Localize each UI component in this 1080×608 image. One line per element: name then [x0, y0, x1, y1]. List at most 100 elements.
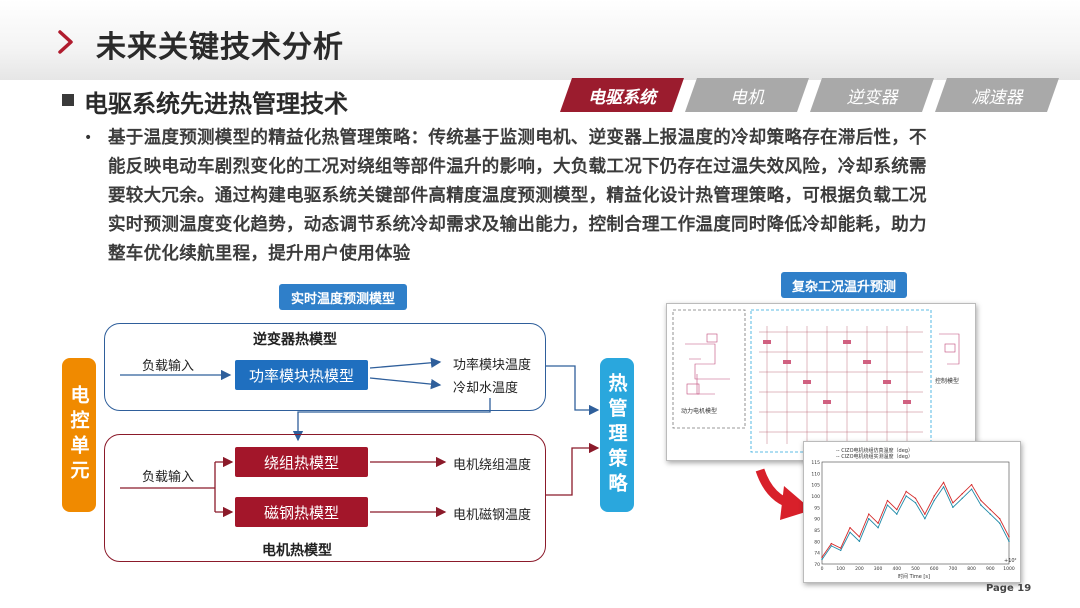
- series-2-point: [849, 527, 851, 529]
- inverter-thermal-model-box: [104, 323, 546, 411]
- legend-measured: -- CIZO电机绕组实测温度（deg）: [836, 454, 913, 460]
- series-2-point: [877, 522, 879, 524]
- y-tick-label: 80: [814, 539, 820, 545]
- series-1-point: [942, 486, 945, 488]
- series-line-2: [821, 481, 1010, 558]
- control-unit-block: 电控单元: [62, 358, 96, 512]
- series-2-point: [868, 513, 870, 515]
- power-module-temperature: 功率模块温度: [453, 358, 532, 373]
- series-1-point: [998, 522, 1001, 524]
- y-tick-label: 70: [814, 562, 820, 568]
- series-1-point: [849, 531, 851, 533]
- y-tick-label: 115: [811, 460, 820, 466]
- series-1-point: [952, 506, 954, 509]
- x-tick-label: 900: [986, 566, 995, 572]
- tab-reducer[interactable]: 减速器: [935, 78, 1059, 112]
- series-2-point: [998, 517, 1001, 520]
- y-tick-label: 110: [811, 471, 820, 477]
- thermal-strategy-block: 热管理策略: [600, 358, 634, 512]
- section-title: 电驱系统先进热管理技术: [84, 90, 348, 118]
- series-1-point: [1008, 540, 1010, 543]
- x-tick-label: 700: [949, 566, 958, 572]
- y-tick-label: 100: [811, 494, 820, 500]
- series-2-point: [970, 483, 973, 486]
- motor-load-input: 负载输入: [142, 470, 195, 485]
- series-1-point: [886, 504, 889, 506]
- x-tick-label: 600: [930, 566, 939, 572]
- chart-frame: [821, 461, 1010, 565]
- y-tick-label: 95: [814, 505, 820, 511]
- body-line: 基于温度预测模型的精益化热管理策略：传统基于监测电机、逆变器上报温度的冷却策略存…: [108, 128, 927, 148]
- body-line: 要较大冗余。通过构建电驱系统关键部件高精度温度预测模型，精益化设计热管理策略，可…: [108, 186, 927, 206]
- magnet-thermal-model: 磁钢热模型: [235, 497, 368, 527]
- series-1-point: [840, 549, 842, 552]
- page-title: 未来关键技术分析: [96, 30, 344, 65]
- tab-drive-system[interactable]: 电驱系统: [560, 78, 684, 112]
- x-tick-label: 400: [893, 566, 902, 572]
- series-2-point: [1008, 536, 1010, 538]
- tab-motor[interactable]: 电机: [685, 78, 809, 112]
- complex-condition-label: 复杂工况温升预测: [781, 272, 907, 298]
- motor-thermal-model-box: [104, 434, 546, 562]
- series-1-point: [896, 513, 898, 515]
- page-number: Page 19: [986, 583, 1032, 594]
- legend-simulated: -- CIZO电机绕组仿真温度（deg）: [836, 448, 913, 454]
- series-2-point: [858, 536, 861, 538]
- series-1-point: [933, 499, 935, 502]
- motor-model-title: 电机热模型: [262, 543, 332, 559]
- x-tick-label: 500: [911, 566, 920, 572]
- series-1-point: [868, 517, 870, 520]
- series-1-point: [961, 497, 963, 499]
- x-tick-label: 0: [821, 566, 824, 572]
- section-bullet-square: [62, 94, 74, 106]
- series-2-point: [942, 481, 945, 484]
- simulation-model-screenshot: 动力电机模型 控制模型: [666, 303, 976, 461]
- x-tick-label: 200: [855, 566, 864, 572]
- series-2-point: [914, 497, 917, 499]
- chevron-right-icon: [58, 30, 73, 54]
- series-1-point: [858, 540, 861, 543]
- y-tick-label: 90: [814, 517, 820, 523]
- series-2-point: [896, 508, 898, 511]
- body-line: 实时预测温度变化趋势，动态调节系统冷却需求及输出能力，控制合理工作温度同时降低冷…: [108, 215, 927, 235]
- x-axis-exponent: +10²: [1004, 558, 1017, 564]
- series-1-point: [905, 495, 907, 497]
- simulation-schematic-image: [672, 309, 960, 453]
- series-1-point: [821, 558, 823, 561]
- y-tick-label: 74: [814, 551, 820, 557]
- series-1-point: [980, 504, 982, 506]
- x-axis-label: 时间 Time [s]: [898, 574, 930, 580]
- body-paragraph: 基于温度预测模型的精益化热管理策略：传统基于监测电机、逆变器上报温度的冷却策略存…: [108, 124, 1048, 269]
- body-line: 整车优化续航里程，提升用户使用体验: [108, 244, 411, 264]
- realtime-model-label: 实时温度预测模型: [279, 284, 407, 310]
- header-bar: [0, 0, 1080, 80]
- x-tick-label: 1000: [1003, 566, 1015, 572]
- series-1-point: [970, 488, 973, 490]
- motor-magnet-temperature: 电机磁钢温度: [453, 508, 532, 523]
- series-1-point: [830, 545, 833, 547]
- series-1-point: [989, 513, 991, 515]
- series-2-point: [961, 493, 963, 495]
- series-2-point: [924, 513, 926, 515]
- series-2-point: [933, 495, 935, 497]
- fig1-caption-left: 动力电机模型: [681, 408, 718, 415]
- x-tick-label: 800: [967, 566, 976, 572]
- x-tick-label: 100: [836, 566, 845, 572]
- tab-bar: 电驱系统 电机 逆变器 减速器: [560, 78, 1060, 112]
- y-tick-label: 85: [814, 528, 820, 534]
- series-1-point: [877, 527, 879, 529]
- tab-inverter[interactable]: 逆变器: [810, 78, 934, 112]
- inverter-load-input: 负载输入: [142, 359, 195, 374]
- inverter-model-title: 逆变器热模型: [253, 332, 337, 348]
- coolant-temperature: 冷却水温度: [453, 381, 519, 396]
- y-tick-label: 105: [811, 483, 820, 489]
- fig1-caption-right: 控制模型: [935, 378, 960, 385]
- series-2-point: [840, 547, 842, 549]
- body-line: 能反映电动车剧烈变化的工况对绕组等部件温升的影响，大负载工况下仍存在过温失效风险…: [108, 157, 927, 177]
- bullet-dot: •: [84, 130, 93, 146]
- series-2-point: [830, 542, 833, 545]
- series-2-point: [905, 490, 907, 493]
